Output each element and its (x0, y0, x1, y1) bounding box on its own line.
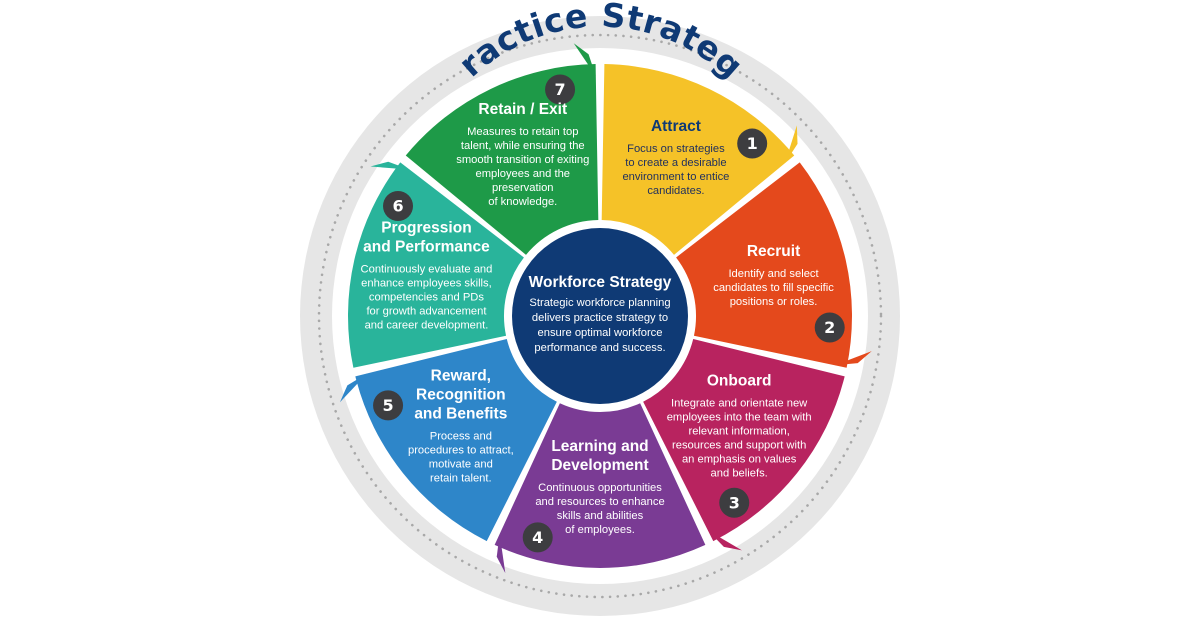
segment-tab (785, 125, 798, 164)
step-number-badge (545, 74, 576, 105)
step-number-badge (373, 390, 404, 421)
step-number: 7 (554, 80, 565, 99)
segment-wedge (643, 338, 845, 542)
step-number-badge (737, 128, 768, 159)
segment-wedge (676, 162, 852, 368)
segment-title: Attract (651, 118, 701, 135)
dotted-ring (317, 33, 883, 599)
segment-title: Retain / Exit (478, 101, 567, 118)
step-number: 2 (824, 318, 835, 337)
center-circle-fill (512, 228, 688, 404)
segment-tab (573, 43, 596, 77)
step-number: 3 (729, 493, 740, 512)
step-number: 4 (532, 528, 543, 547)
segment-wedge (601, 64, 795, 255)
center-hub: Workforce Strategy Strategic workforce p… (507, 223, 693, 409)
step-number: 1 (747, 134, 758, 153)
step-number-badge (719, 487, 750, 518)
step-number: 5 (382, 396, 393, 415)
segment-tab (707, 530, 742, 551)
segment-wedge (355, 338, 557, 542)
segment-tab (496, 534, 506, 574)
step-number-badge (814, 312, 845, 343)
step-number-badge (383, 191, 414, 221)
segment-title: Onboard (707, 372, 772, 389)
segment-wedge (405, 64, 599, 255)
step-number-badge (522, 522, 553, 553)
segment-tab (834, 351, 872, 366)
step-number: 6 (392, 197, 403, 216)
center-title: Workforce Strategy (529, 274, 672, 291)
segment-tab (339, 373, 367, 403)
segment-tab (370, 161, 410, 170)
segment-title: Recruit (747, 243, 800, 260)
